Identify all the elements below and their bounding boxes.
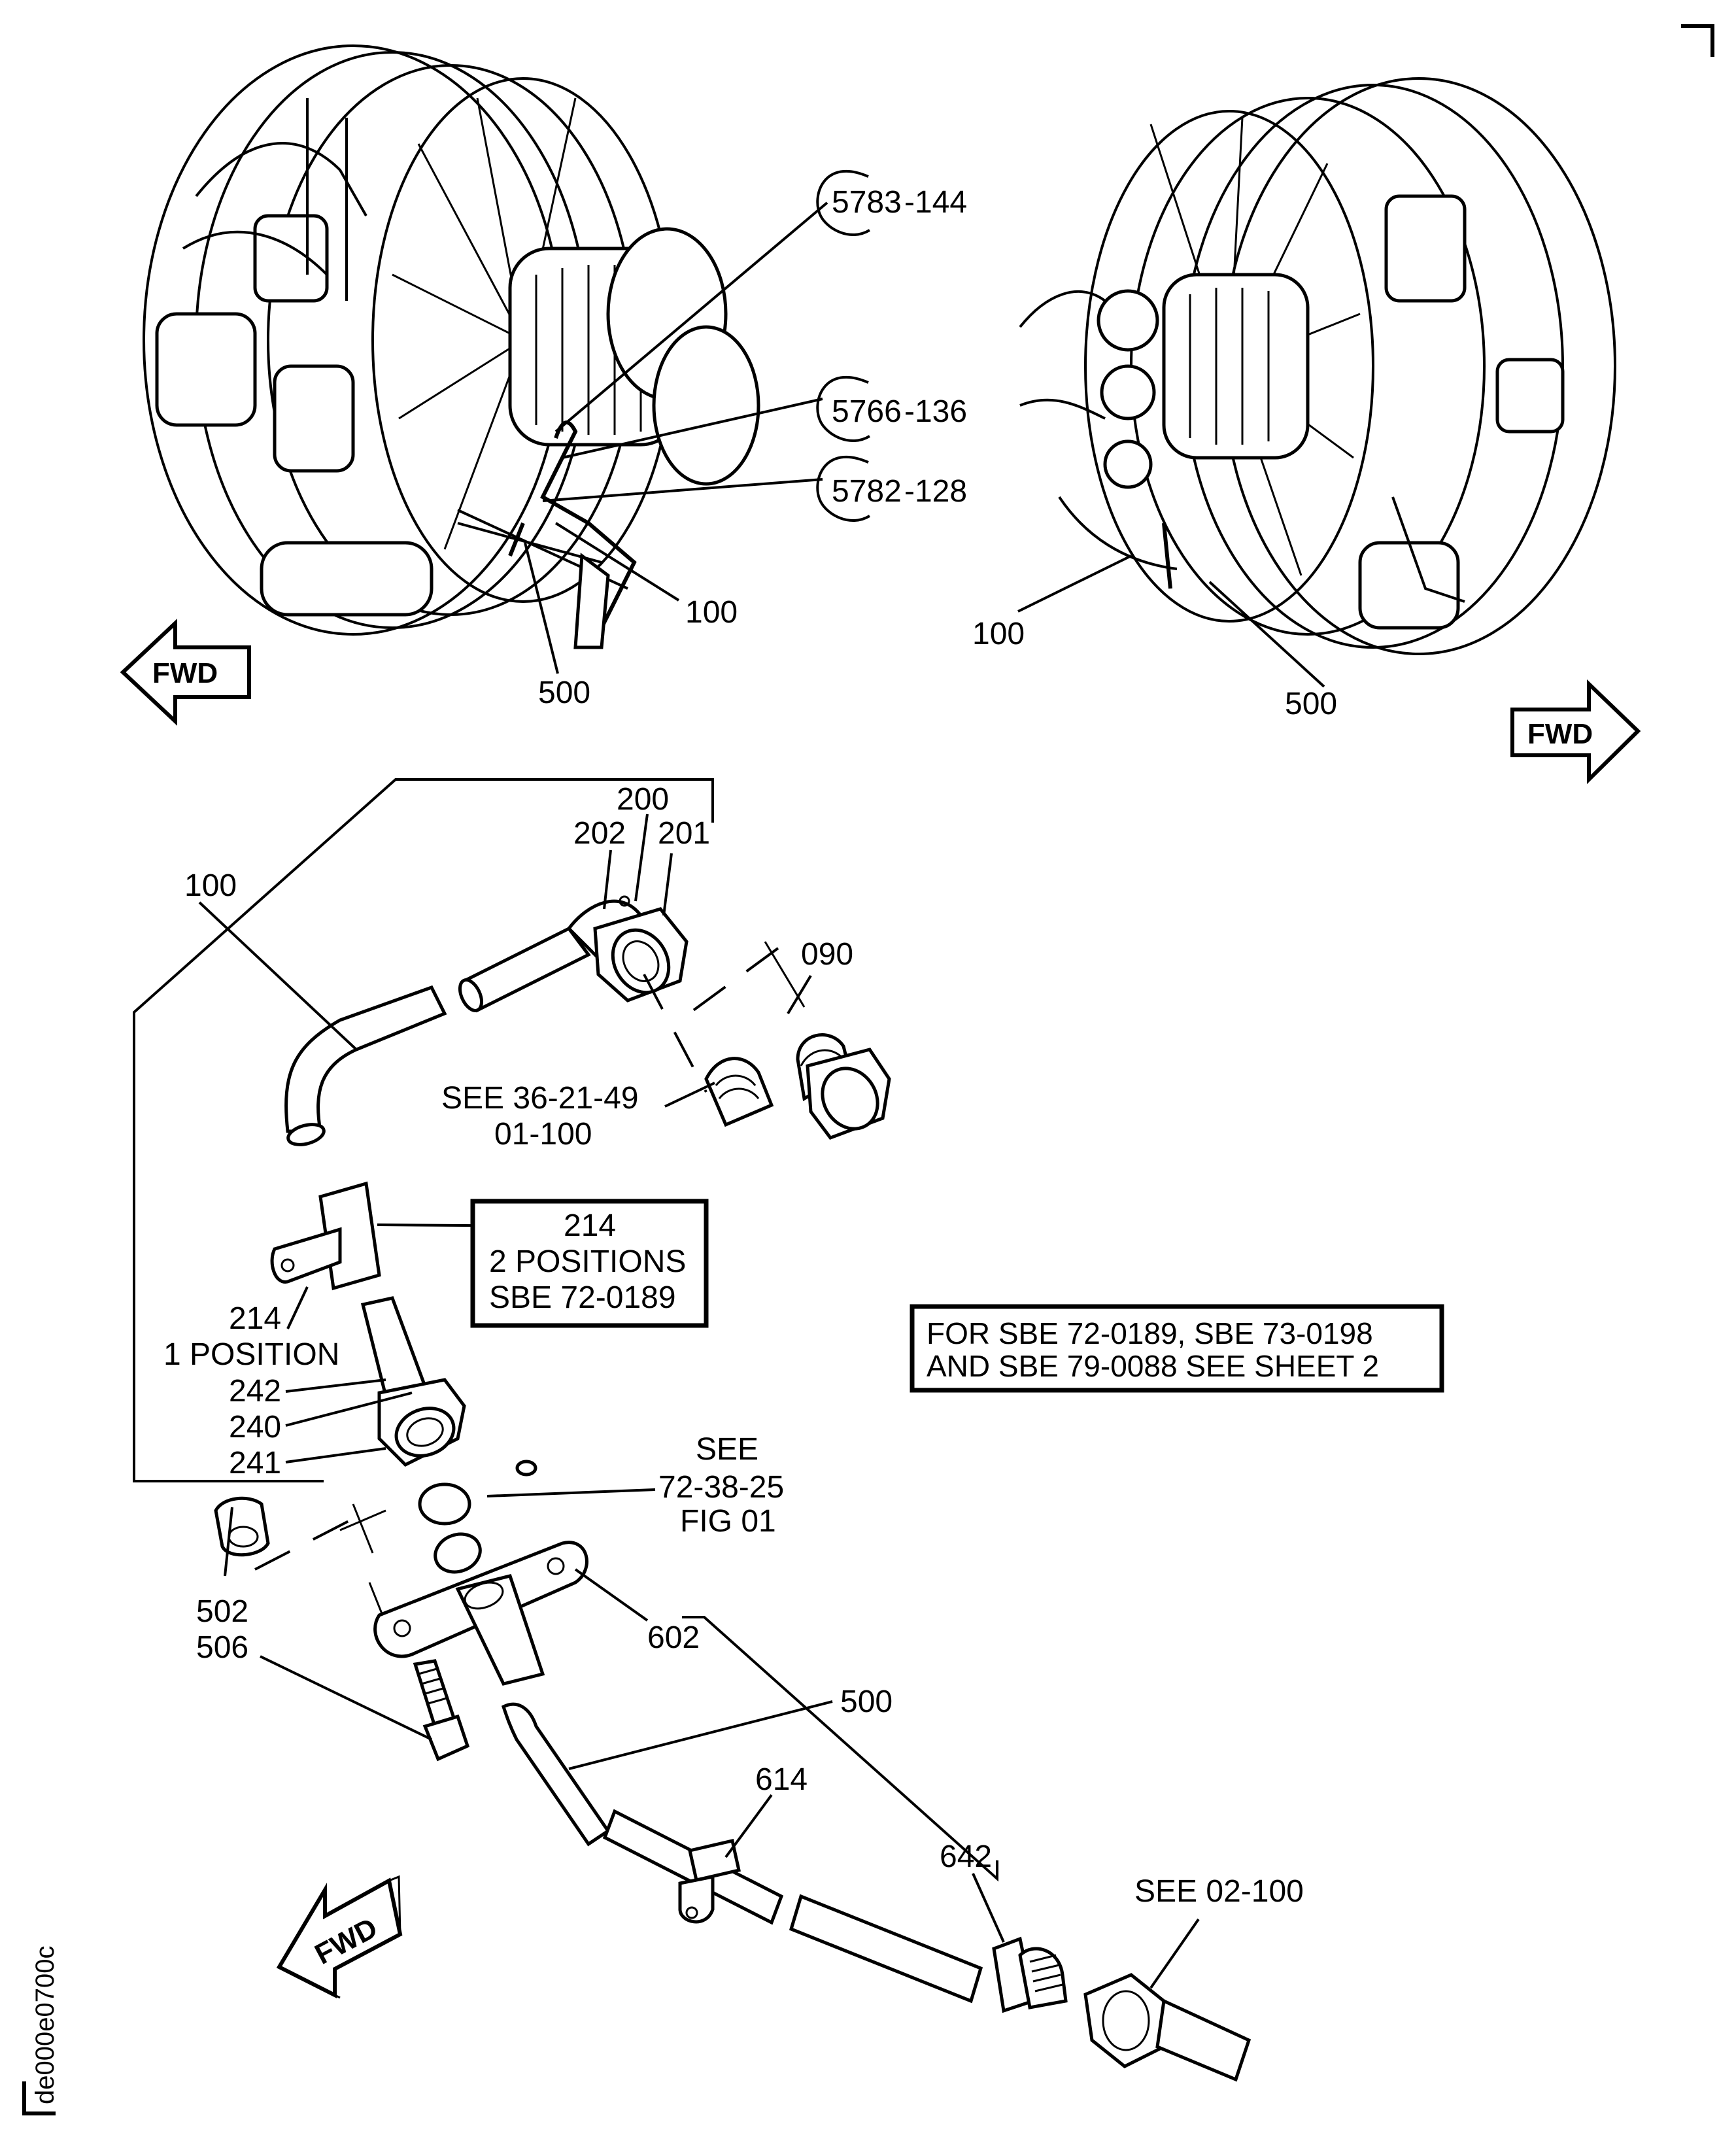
leader-200 [634,813,649,902]
leader-100-right [1017,555,1132,613]
axis-tick [339,1503,386,1616]
leader-see-36 [664,1082,715,1108]
ref-see: SEE [696,1432,758,1467]
nut-502 [214,1496,270,1557]
callout-suffix: -144 [904,185,967,220]
item-label-100-right: 100 [972,617,1025,651]
small-seal [515,1460,537,1477]
ref-see-02-100: SEE 02-100 [1134,1874,1304,1909]
clamp-214 [270,1181,381,1291]
item-label-500: 500 [840,1684,893,1719]
item-label-100: 100 [184,868,237,903]
item-label-506: 506 [196,1630,248,1665]
leader-602 [574,1568,649,1622]
leader-202 [603,849,612,910]
callout-suffix: -128 [904,474,967,509]
figure-id-mark [22,2081,56,2115]
leader-240 [285,1392,413,1427]
elbow-fitting-200 [566,895,689,1002]
sheet-note-line: AND SBE 79-0088 SEE SHEET 2 [927,1349,1379,1383]
leader-090 [787,974,812,1015]
item-label-500-left: 500 [538,675,590,710]
callout-prefix: 5766 [832,394,902,429]
tube-500 [501,1702,983,2004]
leader-241 [285,1447,386,1463]
boxed-note-line: 2 POSITIONS [489,1244,686,1279]
callout-5782-128: 5782 -128 [816,455,967,522]
left-view-leaders [524,201,828,674]
clamp-614 [678,1838,741,1924]
ref-fig-01: FIG 01 [680,1504,776,1539]
item-label-200: 200 [617,782,669,817]
item-label-090: 090 [801,937,853,972]
item-label-614: 614 [755,1762,808,1797]
corner-mark [1681,24,1714,57]
item-label-241: 241 [229,1446,281,1480]
flange-602 [373,1532,588,1686]
item-label-242: 242 [229,1374,281,1409]
fwd-label: FWD [1527,718,1593,750]
seal-ring [418,1482,471,1526]
figure-id: de000e0700c [31,1946,60,2104]
leader-201 [662,853,673,916]
leader-506 [260,1655,432,1741]
fwd-arrow-isometric-icon: FWD [276,1875,403,1999]
boxed-note-line: SBE 72-0189 [489,1280,676,1315]
item-label-642: 642 [940,1839,992,1874]
label-1-position: 1 POSITION [163,1337,339,1372]
sheet-2-note: FOR SBE 72-0189, SBE 73-0198 AND SBE 79-… [910,1304,1444,1393]
axis-line [679,947,779,1021]
sheet-note-line: FOR SBE 72-0189, SBE 73-0198 [927,1316,1373,1350]
leader-242 [285,1378,386,1393]
callout-suffix: -136 [904,394,967,429]
callout-5766-136: 5766 -136 [816,375,967,442]
leader-500-right [1208,581,1325,688]
callout-prefix: 5782 [832,474,902,509]
item-label-500-right: 500 [1285,687,1337,721]
leader-500 [568,1700,833,1770]
threaded-sleeve [704,1057,774,1127]
tube-100 [284,926,591,1146]
engine-view-right [1019,77,1616,655]
item-label-602: 602 [647,1620,700,1655]
ref-72-38-25: 72-38-25 [658,1470,784,1505]
leader-see-02 [1149,1918,1200,1989]
leader-642 [972,1873,1005,1943]
leader-100 [198,901,358,1051]
fwd-arrow-left-icon: FWD [120,619,251,726]
item-label-502: 502 [196,1594,248,1629]
group-bracket-602 [682,1616,998,1882]
leader-see-72 [486,1488,656,1497]
leader-614 [724,1794,773,1858]
plug-090 [796,1033,891,1140]
boxed-note-214: 214 2 POSITIONS SBE 72-0189 [470,1199,709,1328]
ref-01-100: 01-100 [494,1117,592,1152]
leader-214-single [286,1286,309,1329]
item-label-201: 201 [658,816,710,851]
item-label-214: 214 [229,1301,281,1336]
ref-see-36-21-49: SEE 36-21-49 [441,1081,639,1116]
axis-line [254,1516,357,1571]
bolt-506 [413,1659,470,1762]
end-fitting-642 [992,1936,1068,2013]
item-label-240: 240 [229,1410,281,1445]
fwd-label: FWD [152,657,218,689]
callout-5783-144: 5783 -144 [816,169,967,236]
item-label-100-left: 100 [685,595,738,630]
mating-nut [1083,1973,1251,2082]
fitting-240 [360,1296,466,1467]
callout-prefix: 5783 [832,185,902,220]
group-bracket-100 [133,778,714,1482]
fwd-arrow-right-icon: FWD [1510,679,1641,785]
engine-view-left [143,44,760,649]
axis-line [643,974,707,1093]
boxed-note-line: 214 [564,1208,616,1243]
item-label-202: 202 [573,816,626,851]
leader-502 [224,1507,233,1577]
